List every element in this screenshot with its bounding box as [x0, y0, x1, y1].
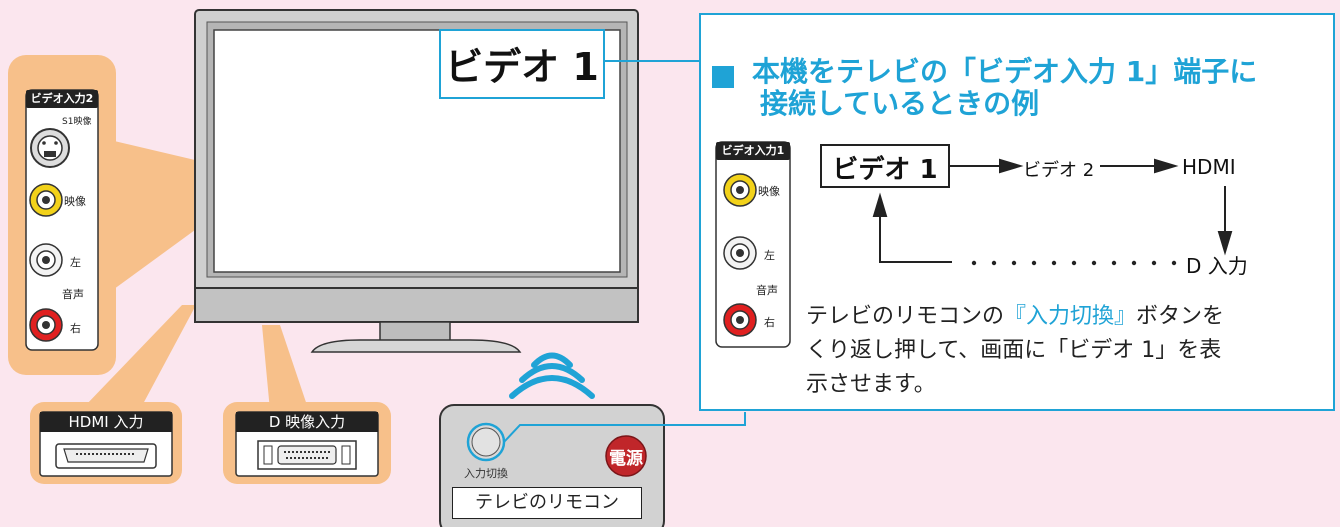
instruction-text: テレビのリモコンの『入力切換』ボタンを くり返し押して、画面に「ビデオ 1」を表…	[806, 300, 1224, 402]
flow-step2: ビデオ 2	[1023, 160, 1095, 181]
video-jack-yellow	[29, 183, 63, 217]
audio-left-jack	[29, 243, 63, 277]
input-switch-label: 入力切換	[464, 467, 508, 480]
hdmi-input-label: HDMI 入力	[68, 413, 144, 431]
video-label: 映像	[64, 195, 86, 208]
s-video-jack	[30, 128, 70, 168]
side-panel-header: ビデオ入力2	[30, 92, 94, 105]
flow-current-box	[820, 144, 950, 188]
instruction-line2: くり返し押して、画面に「ビデオ 1」を表	[806, 338, 1222, 363]
side-panel-beam	[110, 140, 195, 292]
power-label: 電源	[609, 449, 643, 469]
example-title-line2: 接続しているときの例	[760, 87, 1040, 120]
example-box	[699, 13, 1335, 411]
instruction-highlight: 『入力切換』	[1004, 304, 1137, 329]
flow-dotted-line	[971, 260, 1177, 266]
side-panel-plate	[25, 89, 99, 351]
d-terminal-icon	[257, 440, 357, 470]
title-square-icon	[712, 66, 734, 88]
power-button[interactable]	[605, 435, 647, 477]
example-left-label: 左	[764, 249, 775, 262]
instruction-after: ボタンを	[1136, 304, 1225, 329]
flow-current: ビデオ 1	[832, 155, 938, 185]
audio-right-jack	[29, 308, 63, 342]
instruction-before: テレビのリモコンの	[806, 304, 1005, 329]
example-audio-label: 音声	[756, 284, 778, 297]
audio-left-label: 左	[70, 256, 81, 269]
hdmi-port-icon	[55, 443, 157, 469]
audio-label: 音声	[62, 288, 84, 301]
example-video-jack	[723, 173, 757, 207]
remote-signal-icon	[509, 352, 595, 399]
remote-caption: テレビのリモコン	[452, 487, 642, 519]
hdmi-beam	[60, 305, 196, 432]
flow-step3: HDMI	[1182, 155, 1236, 179]
example-left-jack	[723, 236, 757, 270]
example-right-jack	[723, 303, 757, 337]
flow-arrow-return	[879, 212, 952, 263]
side-panel-header-bg	[26, 90, 98, 108]
d-input-label: D 映像入力	[268, 413, 346, 431]
audio-right-label: 右	[70, 322, 81, 335]
channel-highlight-frame	[439, 29, 605, 99]
example-title-line1: 本機をテレビの「ビデオ入力 1」端子に	[752, 55, 1258, 88]
example-panel-header: ビデオ入力1	[721, 144, 785, 157]
example-video-label: 映像	[758, 185, 780, 198]
flow-step4: D 入力	[1186, 254, 1248, 278]
instruction-line3: 示させます。	[806, 372, 936, 397]
television	[194, 9, 639, 353]
instruction-line1: テレビのリモコンの『入力切換』ボタンを	[806, 300, 1224, 334]
s1-video-label: S1映像	[62, 117, 92, 127]
tv-channel-label: ビデオ 1	[445, 45, 599, 89]
example-right-label: 右	[764, 316, 775, 329]
